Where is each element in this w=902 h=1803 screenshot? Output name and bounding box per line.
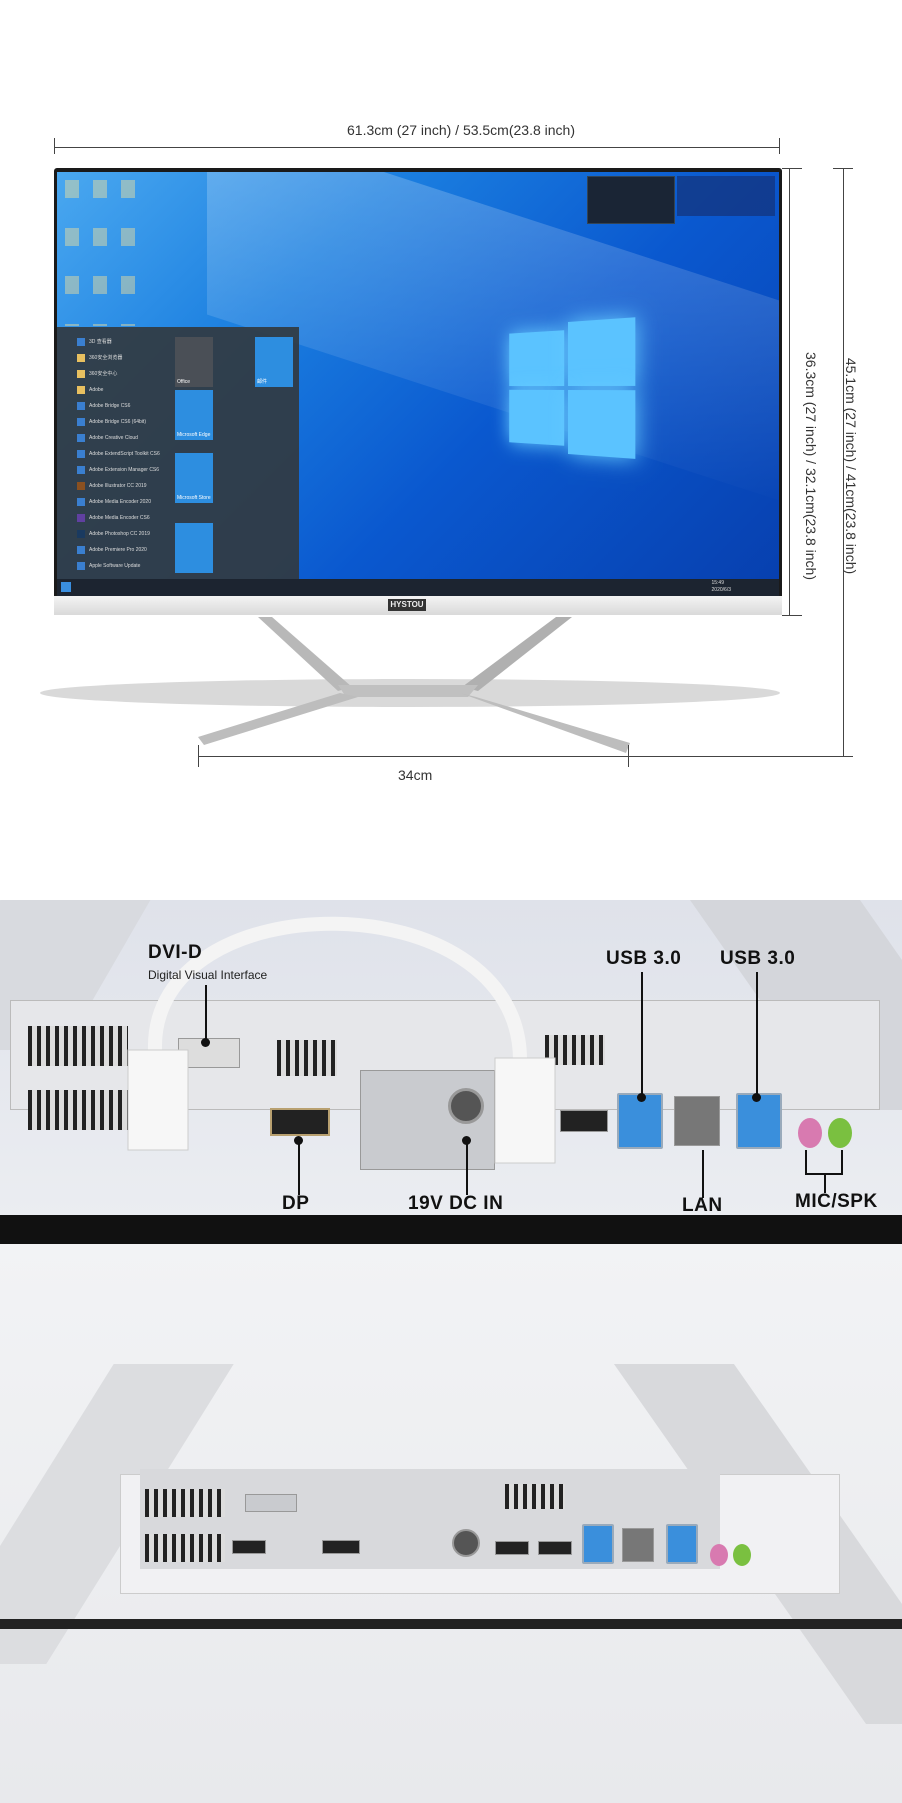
dp-label: DP xyxy=(282,1193,309,1215)
start-menu-item[interactable]: Adobe xyxy=(77,383,103,396)
vents xyxy=(145,1534,225,1562)
hdmi-port xyxy=(538,1541,572,1555)
dp-port xyxy=(322,1540,360,1554)
audio-bracket xyxy=(805,1150,843,1175)
base-width-tick-left xyxy=(198,745,199,767)
start-menu-item[interactable]: 3D 查看器 xyxy=(77,335,112,348)
stand-bridge xyxy=(338,685,478,697)
width-dimension-tick-right xyxy=(779,138,780,154)
start-menu-item[interactable]: Adobe ExtendScript Toolkit CS6 xyxy=(77,447,160,460)
lan-pointer xyxy=(702,1150,704,1198)
tile-edge[interactable]: Microsoft Edge xyxy=(175,390,213,440)
dp-pointer xyxy=(298,1140,300,1195)
dc-pointer xyxy=(466,1140,468,1195)
dc-label: 19V DC IN xyxy=(408,1193,503,1215)
screen-height-label: 36.3cm (27 inch) / 32.1cm(23.8 inch) xyxy=(803,352,819,580)
tile-office[interactable]: Office xyxy=(175,337,213,387)
hdmi-port xyxy=(232,1540,266,1554)
start-menu-item[interactable]: Adobe Premiere Pro 2020 xyxy=(77,543,147,556)
screen-height-tick-bottom xyxy=(782,615,802,616)
mic-jack xyxy=(710,1544,728,1566)
dc-port xyxy=(452,1529,480,1557)
width-dimension-line xyxy=(54,147,779,148)
usb-right-label: USB 3.0 xyxy=(720,948,795,970)
vents xyxy=(145,1489,225,1517)
usb-left-label: USB 3.0 xyxy=(606,948,681,970)
dvi-sublabel: Digital Visual Interface xyxy=(148,968,267,982)
usb-left-pointer xyxy=(641,972,643,1097)
taskbar-time: 15:49 xyxy=(711,580,724,586)
brand-logo: HYSTOU xyxy=(388,599,426,611)
start-menu-item[interactable]: Adobe Creative Cloud xyxy=(77,431,138,444)
start-menu-item[interactable]: Adobe Media Encoder CS6 xyxy=(77,511,150,524)
dvi-pointer xyxy=(205,985,207,1041)
usb-right-pointer-dot xyxy=(752,1093,761,1102)
usb-port xyxy=(666,1524,698,1564)
dp-pointer-dot xyxy=(294,1136,303,1145)
start-menu-item[interactable]: Adobe Bridge CS6 xyxy=(77,399,130,412)
usb-port xyxy=(582,1524,614,1564)
hdmi-port xyxy=(495,1541,529,1555)
notification-popup[interactable] xyxy=(587,176,675,224)
start-menu-item[interactable]: Adobe Media Encoder 2020 xyxy=(77,495,151,508)
width-dimension-tick-left xyxy=(54,138,55,154)
width-dimension-label: 61.3cm (27 inch) / 53.5cm(23.8 inch) xyxy=(0,122,902,138)
start-menu-item[interactable]: Adobe Illustrator CC 2019 xyxy=(77,479,147,492)
start-menu: 3D 查看器 360安全浏览器 360安全中心 Adobe Adobe Brid… xyxy=(57,327,299,579)
screen-height-tick-top xyxy=(782,168,802,169)
tile-app[interactable] xyxy=(175,523,213,573)
rear-ports-photo-overview xyxy=(0,1244,902,1803)
start-menu-item[interactable]: Adobe Bridge CS6 (64bit) xyxy=(77,415,146,428)
dvi-label: DVI-D xyxy=(148,942,202,964)
start-menu-item[interactable]: Apple Software Update xyxy=(77,559,140,572)
desktop-icons xyxy=(65,176,135,326)
start-button[interactable] xyxy=(61,582,71,592)
start-menu-item[interactable]: 360安全浏览器 xyxy=(77,351,122,364)
vents xyxy=(505,1484,565,1509)
start-menu-item[interactable]: 360安全中心 xyxy=(77,367,117,380)
lan-port xyxy=(622,1528,654,1562)
total-height-tick-bottom xyxy=(628,756,853,757)
spk-jack xyxy=(733,1544,751,1566)
usb-left-pointer-dot xyxy=(637,1093,646,1102)
total-height-tick-top xyxy=(833,168,853,169)
notification-side-panel xyxy=(677,176,775,216)
windows-logo xyxy=(509,317,635,456)
monitor-stand xyxy=(0,615,902,765)
base-width-tick-right xyxy=(628,745,629,767)
screen-height-line xyxy=(789,168,790,615)
base-width-label: 34cm xyxy=(398,767,432,783)
tile-store[interactable]: Microsoft Store xyxy=(175,453,213,503)
taskbar-date: 2020/6/3 xyxy=(712,587,731,593)
panel-bottom-edge xyxy=(0,1215,902,1244)
dvi-pointer-dot xyxy=(201,1038,210,1047)
desktop-screen: 3D 查看器 360安全浏览器 360安全中心 Adobe Adobe Brid… xyxy=(57,172,779,596)
total-height-label: 45.1cm (27 inch) / 41cm(23.8 inch) xyxy=(843,358,859,574)
dvi-port xyxy=(245,1494,297,1512)
start-menu-item[interactable]: Adobe Extension Manager CS6 xyxy=(77,463,159,476)
dc-pointer-dot xyxy=(462,1136,471,1145)
tile-mail[interactable]: 邮件 xyxy=(255,337,293,387)
base-width-line xyxy=(198,756,628,757)
taskbar: 15:49 2020/6/3 xyxy=(57,579,779,596)
start-menu-item[interactable]: Adobe Photoshop CC 2019 xyxy=(77,527,150,540)
usb-right-pointer xyxy=(756,972,758,1097)
monitor: 3D 查看器 360安全浏览器 360安全中心 Adobe Adobe Brid… xyxy=(54,168,782,615)
lan-label: LAN xyxy=(682,1195,723,1217)
audio-label: MIC/SPK xyxy=(795,1191,878,1213)
panel-bottom-edge xyxy=(0,1619,902,1629)
